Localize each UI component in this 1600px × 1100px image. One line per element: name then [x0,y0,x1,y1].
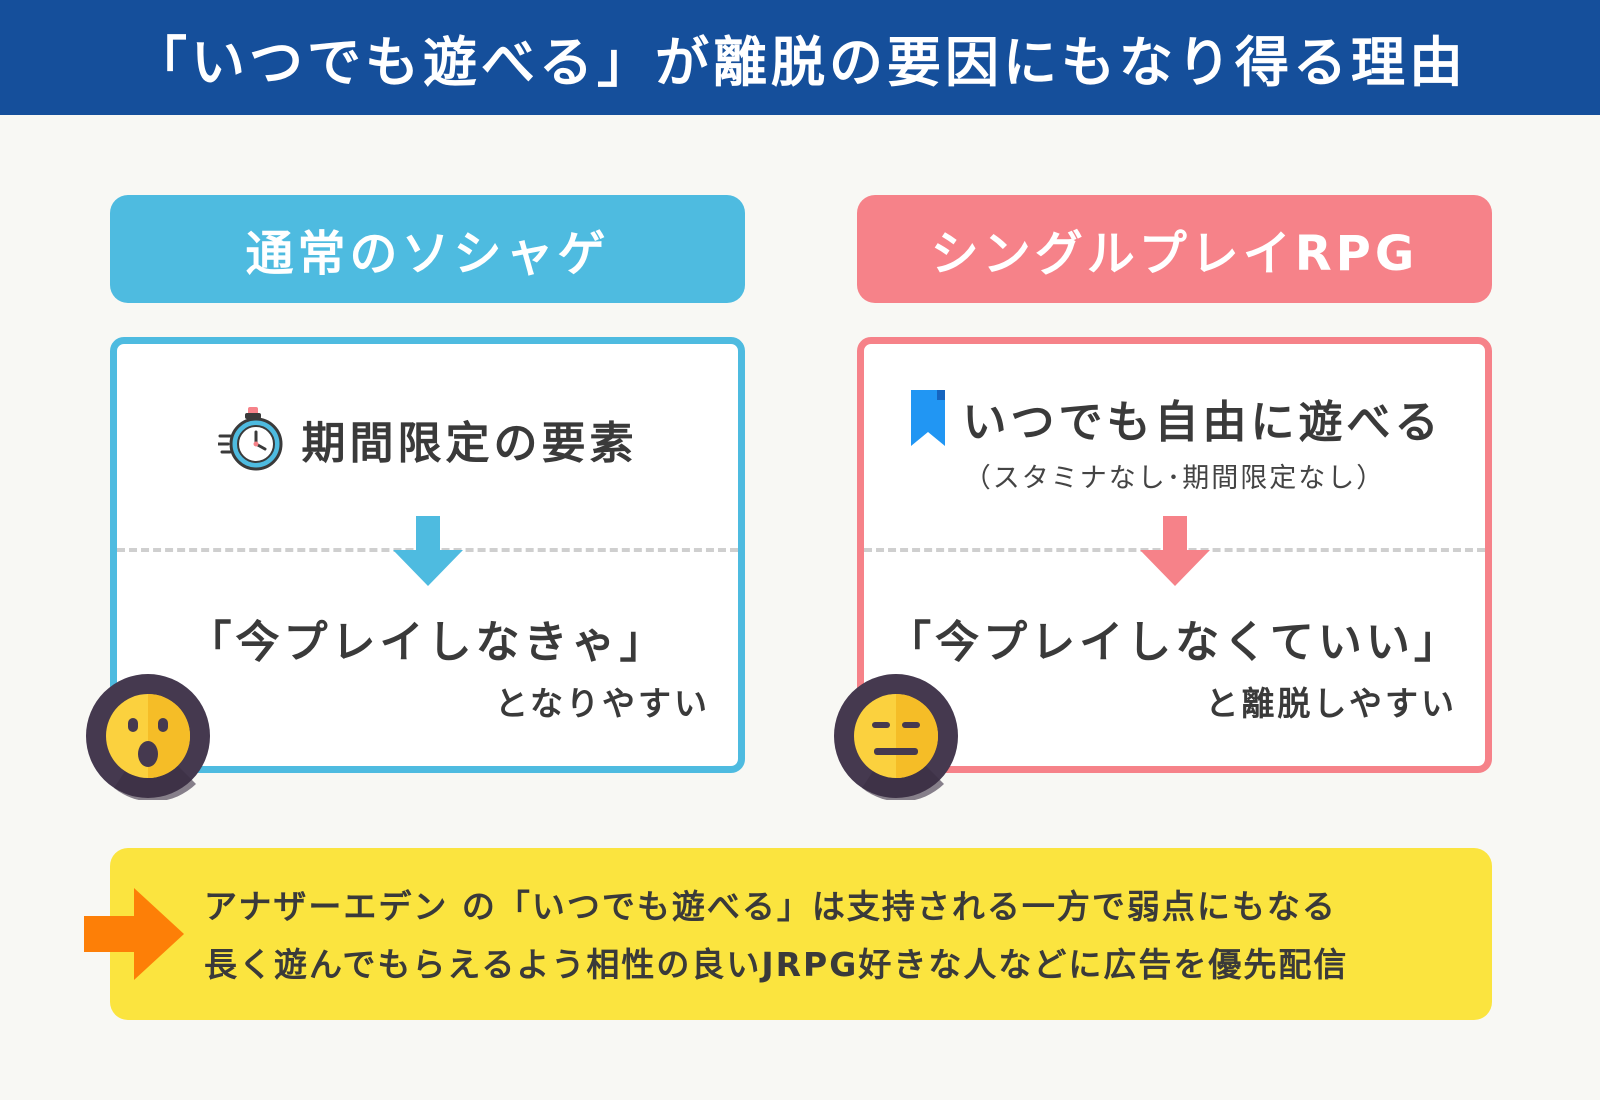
summary-line-1: アナザーエデン の「いつでも遊べる」は支持される一方で弱点にもなる [204,887,1337,926]
right-top-text: いつでも自由に遊べる [962,397,1443,448]
left-card: 期間限定の要素 「今プレイしなきゃ」 となりやすい [110,337,745,773]
left-top-text: 期間限定の要素 [301,418,638,469]
right-top-line: いつでも自由に遊べる [864,386,1485,450]
left-top-line: 期間限定の要素 [117,404,738,474]
left-quote-sub: となりやすい [494,684,710,723]
stopwatch-icon [217,404,288,474]
title-banner: 「いつでも遊べる」が離脱の要因にもなり得る理由 [0,0,1600,115]
left-quote: 「今プレイしなきゃ」 [187,617,668,668]
right-arrow-icon [84,888,184,980]
summary-note: アナザーエデン の「いつでも遊べる」は支持される一方で弱点にもなる 長く遊んでも… [84,848,1492,1020]
neutral-face-icon [834,674,958,800]
right-card: いつでも自由に遊べる （スタミナなし･期間限定なし） 「今プレイしなくていい」 … [857,337,1492,773]
right-column-header: シングルプレイRPG [857,195,1492,303]
left-down-arrow-icon [392,516,463,586]
right-down-arrow-icon [1139,516,1210,586]
bookmark-icon [907,390,949,446]
surprised-face-icon [86,674,210,800]
left-column-header: 通常のソシャゲ [110,195,745,303]
summary-line-2: 長く遊んでもらえるよう相性の良いJRPG好きな人などに広告を優先配信 [204,945,1349,984]
right-quote-sub: と離脱しやすい [1205,684,1457,723]
right-quote: 「今プレイしなくていい」 [887,617,1462,668]
page-title: 「いつでも遊べる」が離脱の要因にもなり得る理由 [133,31,1467,94]
summary-note-text: アナザーエデン の「いつでも遊べる」は支持される一方で弱点にもなる 長く遊んでも… [204,878,1348,994]
right-top-sub: （スタミナなし･期間限定なし） [963,463,1386,494]
